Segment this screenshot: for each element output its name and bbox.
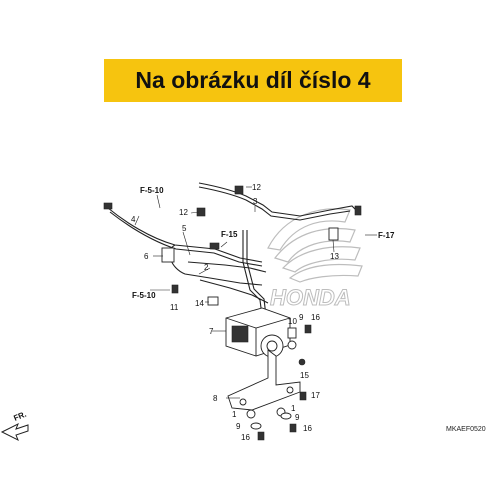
clip-14 [207, 296, 219, 306]
callout-1-right: 1 [291, 404, 296, 413]
fitting-right [354, 205, 362, 216]
bolt-17 [299, 391, 307, 401]
callout-1-left: 1 [232, 410, 237, 419]
callout-2: 2 [204, 263, 209, 272]
callout-9-left: 9 [236, 422, 241, 431]
clip-12-top [234, 185, 244, 195]
bracket-6 [161, 247, 175, 263]
callout-14: 14 [195, 299, 204, 308]
pipe-front-left-b [109, 211, 263, 267]
collar-1-left [246, 409, 256, 419]
modulator-bracket [227, 349, 301, 411]
grommet-9-top [287, 327, 297, 339]
honda-wordmark: HONDA [270, 285, 351, 310]
honda-wing-watermark: HONDA [267, 208, 363, 311]
pipe-fittings [103, 185, 362, 306]
callout-7: 7 [209, 327, 214, 336]
callout-9-right: 9 [295, 413, 300, 422]
hardware [246, 324, 312, 441]
modulator-motor [231, 325, 249, 343]
callout-11: 11 [170, 303, 179, 312]
grommet-9-left [250, 422, 262, 430]
pipe-front-left [107, 207, 263, 263]
part-number-banner: Na obrázku díl číslo 4 [104, 59, 402, 102]
callout-16-left: 16 [241, 433, 250, 442]
diagram-code: MKAEF0520 [446, 426, 486, 433]
callout-12-mid: 12 [179, 208, 188, 217]
bolt-16-top [304, 324, 312, 334]
callout-13: 13 [330, 252, 339, 261]
bolt-16-right [289, 423, 297, 433]
nut-15 [298, 358, 306, 366]
callout-8: 8 [213, 394, 218, 403]
pipe-down-b [246, 230, 267, 317]
direction-label: FR. [12, 410, 27, 423]
leader-lines [134, 186, 377, 399]
callout-10: 10 [288, 317, 297, 326]
pipe-to-modulator [199, 279, 269, 304]
grommet-9-right [280, 412, 292, 420]
callout-3: 3 [253, 197, 258, 206]
collar-10 [287, 340, 297, 350]
ref-f5-10-bottom: F-5-10 [132, 291, 156, 300]
bracket-13 [328, 227, 339, 241]
pipe-mid [187, 261, 267, 273]
pipe-down [242, 230, 263, 317]
fitting-f15 [209, 242, 220, 250]
callout-6: 6 [144, 252, 149, 261]
banner-text: Na obrázku díl číslo 4 [135, 67, 371, 93]
callout-16-top: 16 [311, 313, 320, 322]
ref-f5-10-top: F-5-10 [140, 186, 164, 195]
pipe-upper [198, 182, 359, 217]
callout-9-top: 9 [299, 313, 304, 322]
callout-4: 4 [131, 215, 136, 224]
callout-17: 17 [311, 391, 320, 400]
front-direction-arrow: FR. [0, 410, 29, 442]
ref-f15: F-15 [221, 230, 238, 239]
fitting-top-left [103, 202, 113, 210]
abs-modulator [225, 307, 291, 358]
pipe-upper-b [198, 186, 351, 221]
callout-16-right: 16 [303, 424, 312, 433]
bolt-16-left [257, 431, 265, 441]
callout-12-top: 12 [252, 183, 261, 192]
ref-f17: F-17 [378, 231, 395, 240]
callout-15: 15 [300, 371, 309, 380]
clip-11 [171, 284, 179, 294]
callout-5: 5 [182, 224, 187, 233]
